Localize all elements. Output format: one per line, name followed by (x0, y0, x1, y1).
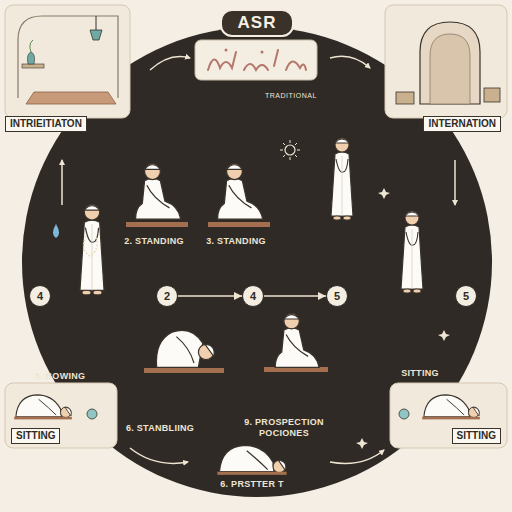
decoration (62, 56, 455, 463)
step-label: 3. BOWING (35, 371, 86, 382)
callout-number: 5 (334, 291, 340, 302)
callout-number: 2 (164, 291, 170, 302)
step-label: SITTING (401, 368, 439, 379)
box (396, 92, 414, 104)
step-label-text: 6. STANBLIING (126, 423, 194, 434)
prayer-rug (144, 368, 224, 373)
crescent (299, 196, 306, 210)
flow-arrow (178, 295, 242, 297)
panel-ground (5, 383, 117, 448)
step-circle: 4 (242, 285, 264, 307)
callout-number: 4 (250, 291, 256, 302)
step-label: 6. PRSTTER T (220, 479, 284, 490)
callout-number: 5 (463, 291, 469, 302)
step-label-text: 6. PRSTTER T (220, 479, 284, 490)
vase (27, 52, 34, 64)
prostrating-figure (422, 395, 480, 420)
prayer-rug (26, 92, 116, 104)
arch-wall (18, 16, 118, 98)
calligraphy-dot (225, 49, 228, 52)
flow-arrow (264, 295, 326, 297)
step-label: 3. STANDING (206, 236, 266, 247)
step-circle: 5 (326, 285, 348, 307)
water-bowl (399, 409, 409, 419)
step-circle: 2 (156, 285, 178, 307)
panel-ground (390, 383, 507, 448)
standing-figure (401, 211, 423, 293)
arch-doorway (420, 22, 480, 104)
step-label-text: 3. STANDING (206, 236, 266, 247)
plant (30, 40, 33, 52)
star (378, 188, 390, 199)
shelf (22, 64, 44, 68)
kneeling-figure (217, 164, 262, 220)
sun-symbol (280, 140, 300, 160)
step-circle: 4 (29, 285, 51, 307)
bowing-figure (156, 330, 214, 367)
lamp-chain (96, 16, 97, 30)
corner-panel-art (5, 5, 507, 448)
water-drop (53, 224, 59, 238)
step-circle: 5 (455, 285, 477, 307)
calligraphy-panel: TRADITIONAL (195, 40, 317, 80)
corner-panel: SITTING (5, 383, 117, 448)
box (484, 88, 500, 102)
standing-figure (80, 205, 104, 295)
step-label-text: 3. BOWING (35, 371, 86, 382)
water-bowl (87, 409, 97, 419)
prostrating-figure (14, 395, 72, 420)
kneeling-figure (135, 164, 180, 220)
cycle-arrow (130, 448, 188, 463)
cycle-arrow (330, 56, 370, 68)
prayer-figures (53, 138, 423, 475)
calligraphy-dot (261, 51, 264, 54)
caption-text: TRADITIONAL (265, 92, 317, 99)
panel-label: INTERNATION (423, 116, 501, 132)
prostrating-figure (217, 445, 286, 474)
standing-figure (331, 138, 353, 220)
panel-ground (5, 5, 130, 118)
prayer-rug (208, 222, 270, 227)
panel-label: INTRIEITIATON (5, 116, 87, 132)
corner-panel: SITTING (390, 383, 507, 448)
prayer-rug (126, 222, 188, 227)
star (438, 330, 450, 341)
callout-number: 4 (37, 291, 43, 302)
corner-panel: INTERNATION (385, 5, 507, 118)
title-banner: ASR (220, 9, 295, 37)
panel-label: SITTING (11, 428, 60, 444)
panel-label: SITTING (452, 428, 501, 444)
step-label-text: 9. PROSPECTION POCIONES (237, 417, 331, 439)
panel-ground (385, 5, 507, 118)
calligraphy-stroke (208, 50, 306, 70)
plate (195, 40, 317, 80)
step-label: 6. STANBLIING (126, 423, 194, 434)
sitting-figure (275, 314, 319, 368)
step-label: 9. PROSPECTION POCIONES (237, 417, 331, 439)
lamp (90, 30, 102, 40)
cycle-arrow (454, 160, 456, 205)
step-label-text: 2. STANDING (124, 236, 184, 247)
arch-inner (430, 34, 470, 104)
step-label-text: SITTING (401, 368, 439, 379)
cycle-arrow (330, 450, 384, 464)
cycle-arrow (150, 57, 190, 71)
step-label: 2. STANDING (124, 236, 184, 247)
prayer-beads (84, 236, 97, 256)
calligraphy-plate (195, 40, 317, 80)
corner-panel: INTRIEITIATON (5, 5, 130, 118)
star (356, 438, 368, 449)
cycle-arrow (61, 160, 63, 205)
